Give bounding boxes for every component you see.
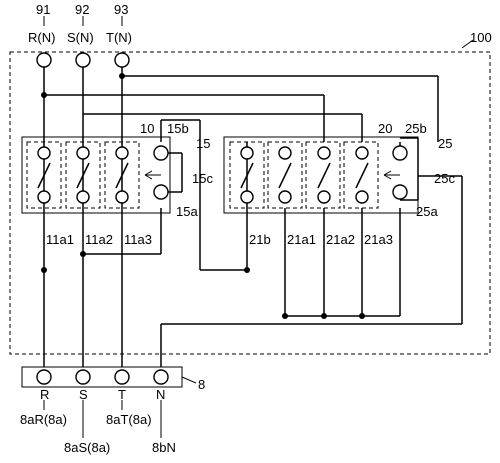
block-label-s: S	[79, 387, 88, 402]
ref-25: 25	[438, 136, 452, 151]
ref-100: 100	[470, 30, 492, 45]
block-label-n: N	[156, 387, 165, 402]
ref-11a3: 11a3	[124, 232, 152, 247]
ref-15: 15	[196, 136, 210, 151]
block-label-r: R	[40, 387, 49, 402]
terminal-label-s: S(N)	[67, 30, 94, 45]
ref-20: 20	[378, 121, 392, 136]
ref-15a: 15a	[176, 204, 198, 219]
switches-relay-10	[37, 145, 169, 204]
top-terminals	[36, 52, 130, 68]
block-label-t: T	[118, 387, 126, 402]
label-8aT: 8aT(8a)	[106, 412, 152, 427]
enclosure-100	[9, 51, 491, 355]
ref-25b: 25b	[405, 121, 427, 136]
label-8aR: 8aR(8a)	[20, 412, 67, 427]
ref-15b: 15b	[167, 121, 189, 136]
ref-21a3: 21a3	[364, 232, 393, 247]
ref-91: 91	[36, 2, 50, 17]
ref-11a2: 11a2	[85, 232, 113, 247]
ref-21b: 21b	[249, 232, 271, 247]
wiring	[43, 16, 474, 367]
ref-11a1: 11a1	[46, 232, 74, 247]
ref-21a2: 21a2	[326, 232, 355, 247]
label-8aS: 8aS(8a)	[64, 440, 110, 455]
switches-relay-20	[240, 145, 408, 204]
ref-21a1: 21a1	[287, 232, 316, 247]
terminal-label-t: T(N)	[106, 30, 132, 45]
ref-25c: 25c	[434, 171, 455, 186]
terminal-block-8	[21, 366, 197, 438]
ref-8: 8	[198, 377, 205, 392]
ref-93: 93	[114, 2, 128, 17]
ref-92: 92	[75, 2, 89, 17]
ref-10: 10	[140, 121, 154, 136]
ref-25a: 25a	[416, 204, 438, 219]
ref-15c: 15c	[192, 171, 213, 186]
terminal-label-r: R(N)	[28, 30, 55, 45]
label-8bN: 8bN	[152, 440, 176, 455]
junction-dots	[41, 73, 365, 319]
